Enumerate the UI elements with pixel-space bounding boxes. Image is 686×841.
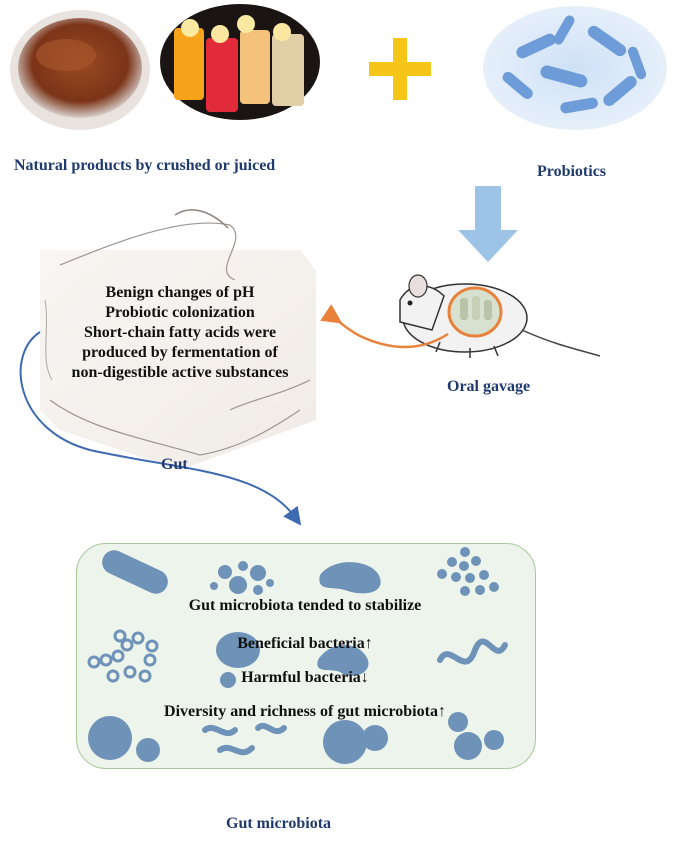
gut-image xyxy=(40,209,316,470)
gut-effect-item: non-digestible active substances xyxy=(71,364,289,381)
bean-bacterium-icon xyxy=(319,562,381,594)
powder-bowl-image xyxy=(10,10,150,130)
plus-icon xyxy=(369,38,431,100)
blue-arrow xyxy=(19,331,302,526)
probiotic-bacteria-image xyxy=(483,6,667,130)
gut-effect-item: Short-chain fatty acids were xyxy=(83,324,277,341)
radial-bacterium-icon xyxy=(323,720,367,764)
gut-effect-item: Benign changes of pH xyxy=(105,284,255,301)
mouse-image xyxy=(399,274,601,358)
coccus-icon xyxy=(448,712,468,732)
gut-effect-item: Probiotic colonization xyxy=(105,304,255,321)
chain-bacterium-icon xyxy=(87,629,159,683)
gut-label: Gut xyxy=(161,456,188,473)
probiotics-label: Probiotics xyxy=(537,163,607,180)
staph-cluster-icon xyxy=(437,547,499,596)
microbiota-effect-item: Diversity and richness of gut microbiota… xyxy=(164,703,446,720)
down-arrow xyxy=(458,186,518,262)
gut-effect-item: produced by fermentation of xyxy=(82,344,278,361)
orange-arrow xyxy=(320,304,449,349)
oral-gavage-label: Oral gavage xyxy=(447,378,531,395)
microbiota-effect-item: Beneficial bacteria↑ xyxy=(237,635,373,652)
gut-microbiota-label: Gut microbiota xyxy=(226,815,332,832)
cocci-cluster-icon xyxy=(210,561,274,595)
juice-glasses-image xyxy=(160,4,320,120)
spiral-bacterium-icon xyxy=(437,638,508,665)
rod-bacterium-icon xyxy=(102,550,168,594)
round-bacterium-icon xyxy=(216,632,260,668)
natural-products-label: Natural products by crushed or juiced xyxy=(14,157,276,174)
spiky-bacterium-icon xyxy=(88,716,132,760)
flagellate-bacterium-icon xyxy=(317,645,369,676)
wavy-bacterium-icon xyxy=(202,723,287,756)
gut-effects-list: Benign changes of pH Probiotic colonizat… xyxy=(40,283,320,383)
microbiota-effect-item: Gut microbiota tended to stabilize xyxy=(188,597,422,614)
microbiota-effect-item: Harmful bacteria↓ xyxy=(241,669,369,686)
